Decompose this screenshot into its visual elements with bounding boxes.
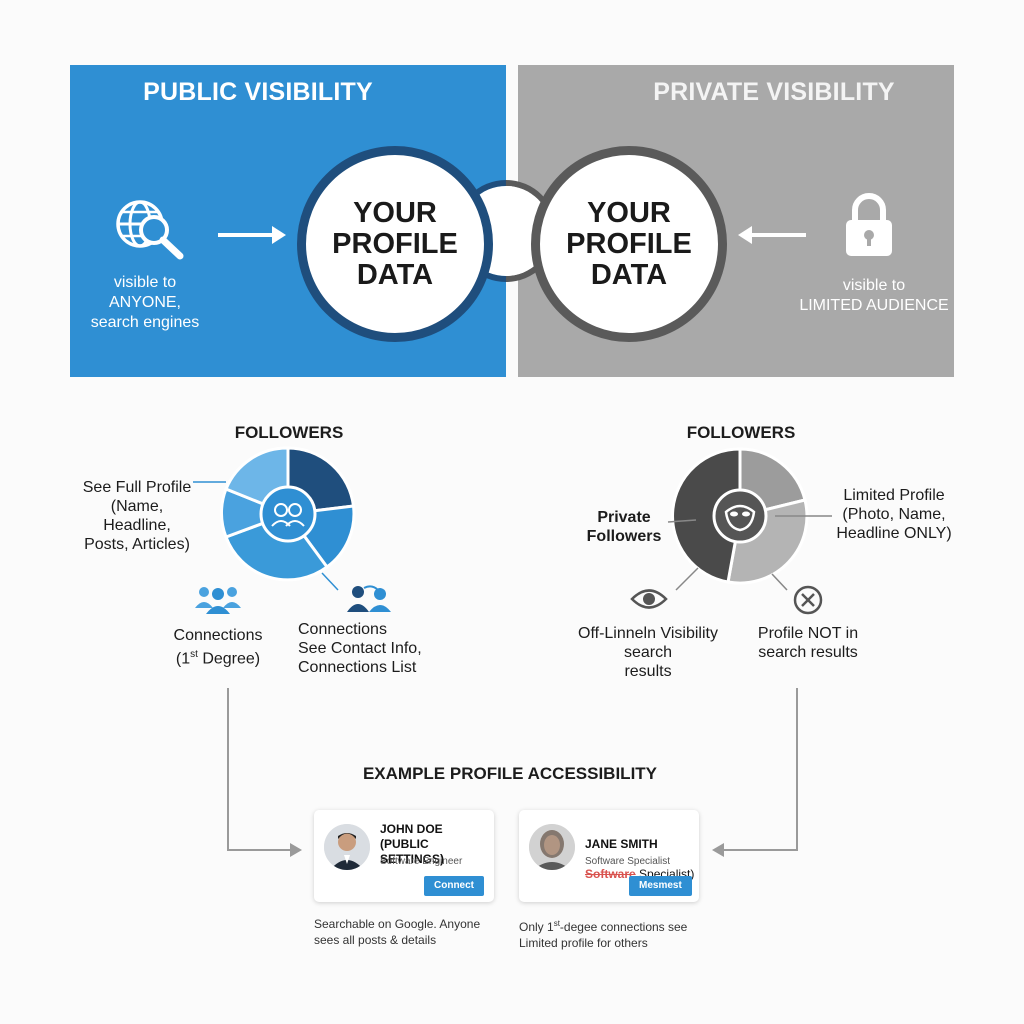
example-title: EXAMPLE PROFILE ACCESSIBILITY bbox=[362, 764, 658, 783]
label-offsite-visibility: Off-Linneln Visibility search results bbox=[578, 625, 718, 680]
connect-button[interactable]: Connect bbox=[424, 876, 484, 896]
jane-smith-role: Software Specialist bbox=[585, 856, 671, 867]
group-icon bbox=[195, 587, 241, 614]
avatar-jane bbox=[529, 824, 575, 870]
public-profile-card: JOHN DOE (PUBLIC SETTINGS) Software Engi… bbox=[314, 810, 494, 902]
arrow-right-icon bbox=[218, 226, 286, 244]
john-doe-role: Software Engineer bbox=[380, 856, 463, 867]
avatar-john bbox=[324, 824, 370, 870]
public-caption: visible to ANYONE, search engines bbox=[90, 274, 200, 331]
public-followers-pie bbox=[193, 446, 356, 591]
jane-smith-name: JANE SMITH Software Specialist) bbox=[585, 837, 695, 881]
private-profile-data-text: YOUR PROFILE DATA bbox=[566, 196, 692, 291]
public-visibility-title: PUBLIC VISIBILITY bbox=[143, 78, 373, 106]
private-profile-card: JANE SMITH Software Specialist) Software… bbox=[519, 810, 699, 902]
label-private-followers: Private Followers bbox=[586, 509, 662, 545]
label-connections-1st: Connections (1st Degree) bbox=[173, 627, 263, 668]
connections-icon bbox=[347, 585, 391, 612]
label-connections-info: Connections See Contact Info, Connection… bbox=[298, 621, 422, 676]
private-profile-data-circle: YOUR PROFILE DATA bbox=[531, 146, 727, 342]
public-profile-data-text: YOUR PROFILE DATA bbox=[332, 196, 458, 291]
pie-slice-mid bbox=[224, 512, 330, 582]
public-followers-title: FOLLOWERS bbox=[234, 423, 344, 442]
private-caption: visible to LIMITED AUDIENCE bbox=[799, 277, 949, 314]
pie-slice-dark bbox=[671, 447, 742, 584]
private-card-caption: Only 1st-degee connections see Limited p… bbox=[519, 919, 688, 950]
globe-search-icon bbox=[116, 200, 184, 260]
private-followers-title: FOLLOWERS bbox=[686, 423, 796, 442]
lock-icon bbox=[846, 193, 892, 256]
arrow-left-icon bbox=[738, 226, 806, 244]
eye-icon bbox=[630, 589, 668, 609]
private-visibility-title: PRIVATE VISIBILITY bbox=[653, 78, 895, 106]
label-not-in-search: Profile NOT in search results bbox=[757, 625, 859, 661]
cross-circle-icon bbox=[793, 585, 823, 615]
message-button[interactable]: Mesmest bbox=[629, 876, 692, 896]
public-profile-data-circle: YOUR PROFILE DATA bbox=[297, 146, 493, 342]
label-full-profile: See Full Profile (Name, Headline, Posts,… bbox=[82, 479, 192, 553]
john-doe-name: JOHN DOE (PUBLIC SETTINGS) bbox=[380, 822, 445, 866]
jane-smith-redacted: Software bbox=[585, 867, 636, 881]
public-card-caption: Searchable on Google. Anyone sees all po… bbox=[314, 917, 481, 947]
private-followers-pie bbox=[667, 447, 832, 591]
label-limited-profile: Limited Profile (Photo, Name, Headline O… bbox=[836, 487, 952, 542]
